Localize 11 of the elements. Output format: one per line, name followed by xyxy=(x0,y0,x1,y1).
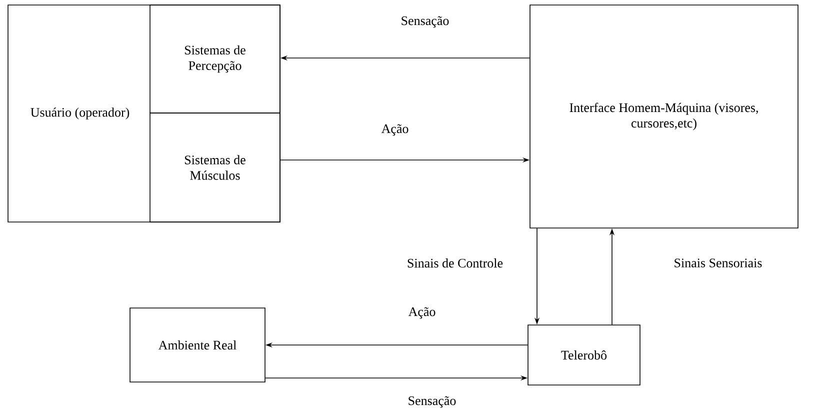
process-box: Ambiente Real xyxy=(130,308,266,382)
sub-box: Sistemas de Músculos xyxy=(150,112,280,222)
edge-label: Sensação xyxy=(402,16,449,28)
edge-label: Sinais Sensoriais xyxy=(674,258,762,268)
process-box: Interface Homem-Máquina (visores, cursores,etc) xyxy=(530,4,798,228)
process-box: Telerobô xyxy=(528,324,640,386)
edge-label: Sinais de Controle xyxy=(408,258,503,268)
sub-box: Sistemas de Percepção xyxy=(150,4,280,114)
edge-label: Ação xyxy=(381,124,408,136)
edge-label: Sensação xyxy=(408,396,456,408)
edge-label: Ação xyxy=(408,307,436,319)
